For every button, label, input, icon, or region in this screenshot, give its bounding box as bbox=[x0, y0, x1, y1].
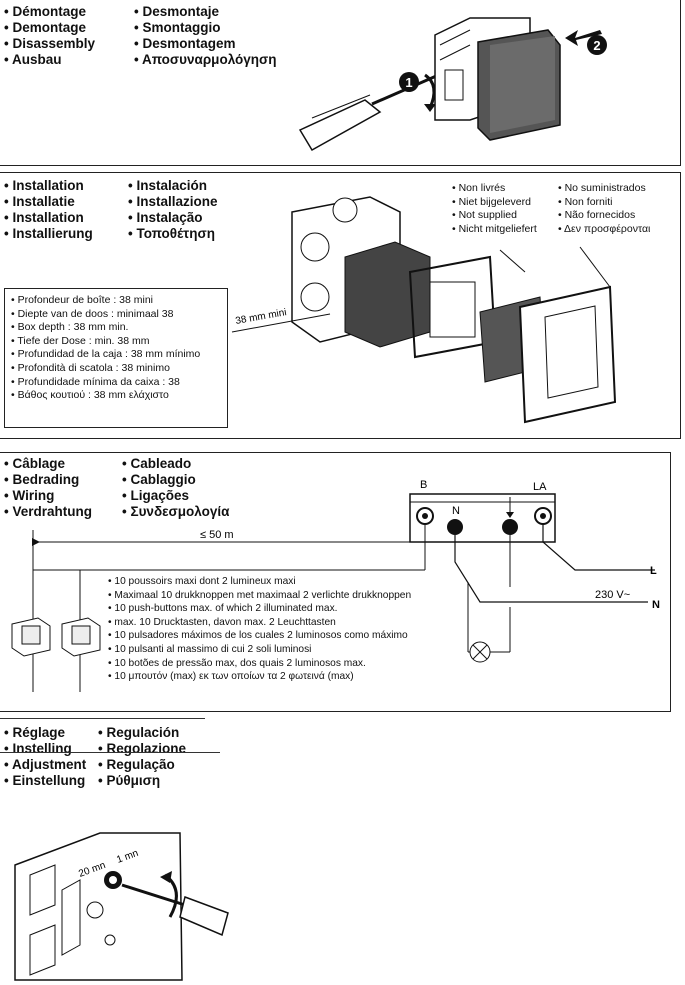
label: • Instelling bbox=[4, 741, 72, 756]
wiring-diagram: B N LA L N 230 V~ ≤ 50 m bbox=[11, 479, 660, 692]
step-2-marker bbox=[587, 35, 607, 55]
label: • Installation bbox=[4, 178, 84, 193]
note: • Tiefe der Dose : min. 38 mm bbox=[11, 334, 150, 347]
mechanism-icon bbox=[14, 832, 183, 981]
terminal-out bbox=[502, 519, 518, 535]
label: • Ρύθμιση bbox=[98, 773, 161, 788]
note: • Βάθος κουτιού : 38 mm ελάχιστο bbox=[11, 389, 169, 402]
label: • Ligações bbox=[122, 488, 189, 503]
depth-dimension-label: 38 mm mini bbox=[235, 307, 288, 327]
label: • No suministrados bbox=[558, 182, 646, 194]
label: • Installierung bbox=[4, 226, 93, 241]
push-button-icon bbox=[11, 617, 51, 657]
disassembly-labels-left: • Démontage • Demontage • Disassembly • … bbox=[4, 4, 95, 68]
wiring-labels-left: • Câblage • Bedrading • Wiring • Verdrah… bbox=[4, 456, 92, 520]
installation-labels-left: • Installation • Installatie • Installat… bbox=[4, 178, 93, 242]
label: • Installation bbox=[4, 210, 84, 225]
label: • Démontage bbox=[4, 4, 86, 19]
label: • Instalación bbox=[128, 178, 207, 193]
note: • Maximaal 10 drukknoppen met maximaal 2… bbox=[108, 589, 412, 601]
label: • Demontage bbox=[4, 20, 86, 35]
note: • 10 pulsadores máximos de los cuales 2 … bbox=[108, 630, 408, 642]
step-2-label: 2 bbox=[593, 38, 600, 53]
adjustment-labels-left: • Réglage • Instelling • Adjustment • Ei… bbox=[4, 725, 86, 789]
note: • Profondità di scatola : 38 minimo bbox=[11, 361, 170, 374]
wiring-notes: • 10 poussoirs maxi dont 2 lumineux maxi… bbox=[108, 575, 411, 684]
note: • Diepte van de doos : minimaal 38 bbox=[11, 307, 174, 320]
screwdriver-icon bbox=[298, 68, 451, 152]
label: • Niet bijgeleverd bbox=[452, 195, 531, 208]
line-n-label: N bbox=[652, 599, 660, 611]
terminal-b-label: B bbox=[420, 479, 427, 491]
wiring-labels-right: • Cableado • Cablaggio • Ligações • Συνδ… bbox=[122, 456, 229, 520]
adjustment-labels-right: • Regulación • Regolazione • Regulação •… bbox=[98, 725, 186, 789]
label: • Cableado bbox=[122, 456, 192, 471]
note: • 10 botões de pressão max, dos quais 2 … bbox=[108, 657, 366, 669]
label: • Τοποθέτηση bbox=[128, 226, 215, 241]
label: • Nicht mitgeliefert bbox=[452, 222, 537, 235]
installation-illustration: 38 mm mini bbox=[231, 196, 617, 424]
note: • 10 poussoirs maxi dont 2 lumineux maxi bbox=[108, 576, 296, 587]
label: • Cablaggio bbox=[122, 472, 196, 487]
label: • Wiring bbox=[4, 488, 55, 503]
note: • max. 10 Drucktasten, davon max. 2 Leuc… bbox=[108, 616, 336, 628]
terminal-la-label: LA bbox=[533, 481, 547, 493]
label: • Smontaggio bbox=[134, 20, 221, 35]
label: • Desmontaje bbox=[134, 4, 220, 19]
note: • Profundidade mínima da caixa : 38 bbox=[11, 375, 180, 388]
label: • Não fornecidos bbox=[558, 209, 636, 221]
label: • Verdrahtung bbox=[4, 504, 92, 519]
pull-arrow-icon bbox=[565, 30, 602, 46]
label: • Installazione bbox=[128, 194, 218, 209]
distance-label: ≤ 50 m bbox=[200, 529, 234, 541]
note: • 10 pulsanti al massimo di cui 2 soli l… bbox=[108, 643, 312, 655]
terminal-n-label: N bbox=[452, 505, 460, 517]
step-1-marker bbox=[399, 72, 419, 92]
label: • Αποσυναρμολόγηση bbox=[134, 52, 277, 67]
terminal-n bbox=[447, 519, 463, 535]
disassembly-labels-right: • Desmontaje • Smontaggio • Desmontagem … bbox=[134, 4, 277, 68]
disassembly-panel bbox=[0, 0, 681, 166]
wiring-panel bbox=[0, 452, 671, 712]
label: • Δεν προσφέρονται bbox=[558, 222, 651, 235]
line-l-label: L bbox=[650, 565, 657, 577]
cover-frame-icon bbox=[518, 285, 617, 424]
adjustment-illustration: 20 mn 1 mn bbox=[14, 832, 229, 981]
note: • Profondeur de boîte : 38 mini bbox=[11, 294, 154, 306]
label: • Regolazione bbox=[98, 741, 186, 756]
not-supplied-right: • No suministrados • Non forniti • Não f… bbox=[558, 182, 650, 236]
label: • Réglage bbox=[4, 725, 65, 740]
mechanism-icon bbox=[344, 241, 431, 348]
label: • Adjustment bbox=[4, 757, 87, 772]
label: • Regulação bbox=[98, 757, 175, 772]
note: • Profundidad de la caja : 38 mm mínimo bbox=[11, 348, 201, 361]
label: • Regulación bbox=[98, 725, 180, 740]
box-depth-notes: • Profondeur de boîte : 38 mini • Diepte… bbox=[4, 288, 228, 428]
label: • Einstellung bbox=[4, 773, 86, 788]
installation-labels-right: • Instalación • Installazione • Instalaç… bbox=[128, 178, 218, 242]
label: • Instalação bbox=[128, 210, 203, 225]
note: • 10 push-buttons max. of which 2 illumi… bbox=[108, 603, 338, 615]
label: • Non livrés bbox=[452, 182, 506, 194]
voltage-label: 230 V~ bbox=[595, 589, 630, 601]
not-supplied-left: • Non livrés • Niet bijgeleverd • Not su… bbox=[452, 182, 537, 236]
label: • Bedrading bbox=[4, 472, 80, 487]
label: • Non forniti bbox=[558, 195, 613, 208]
label: • Not supplied bbox=[452, 209, 517, 221]
label: • Disassembly bbox=[4, 36, 96, 51]
label: • Câblage bbox=[4, 456, 65, 471]
installation-panel bbox=[0, 172, 681, 439]
label: • Desmontagem bbox=[134, 36, 236, 51]
label: • Συνδεσμολογία bbox=[122, 504, 230, 519]
disassembly-illustration: 1 2 bbox=[298, 17, 607, 152]
adjustment-divider bbox=[0, 718, 205, 719]
adjustment-divider-bottom bbox=[0, 752, 220, 753]
push-button-icon bbox=[61, 617, 101, 657]
step-1-label: 1 bbox=[405, 75, 412, 90]
note: • Box depth : 38 mm min. bbox=[11, 321, 129, 334]
note: • 10 μπουτόν (max) εκ των οποίων τα 2 φω… bbox=[108, 671, 354, 683]
label: • Ausbau bbox=[4, 52, 62, 67]
label: • Installatie bbox=[4, 194, 75, 209]
